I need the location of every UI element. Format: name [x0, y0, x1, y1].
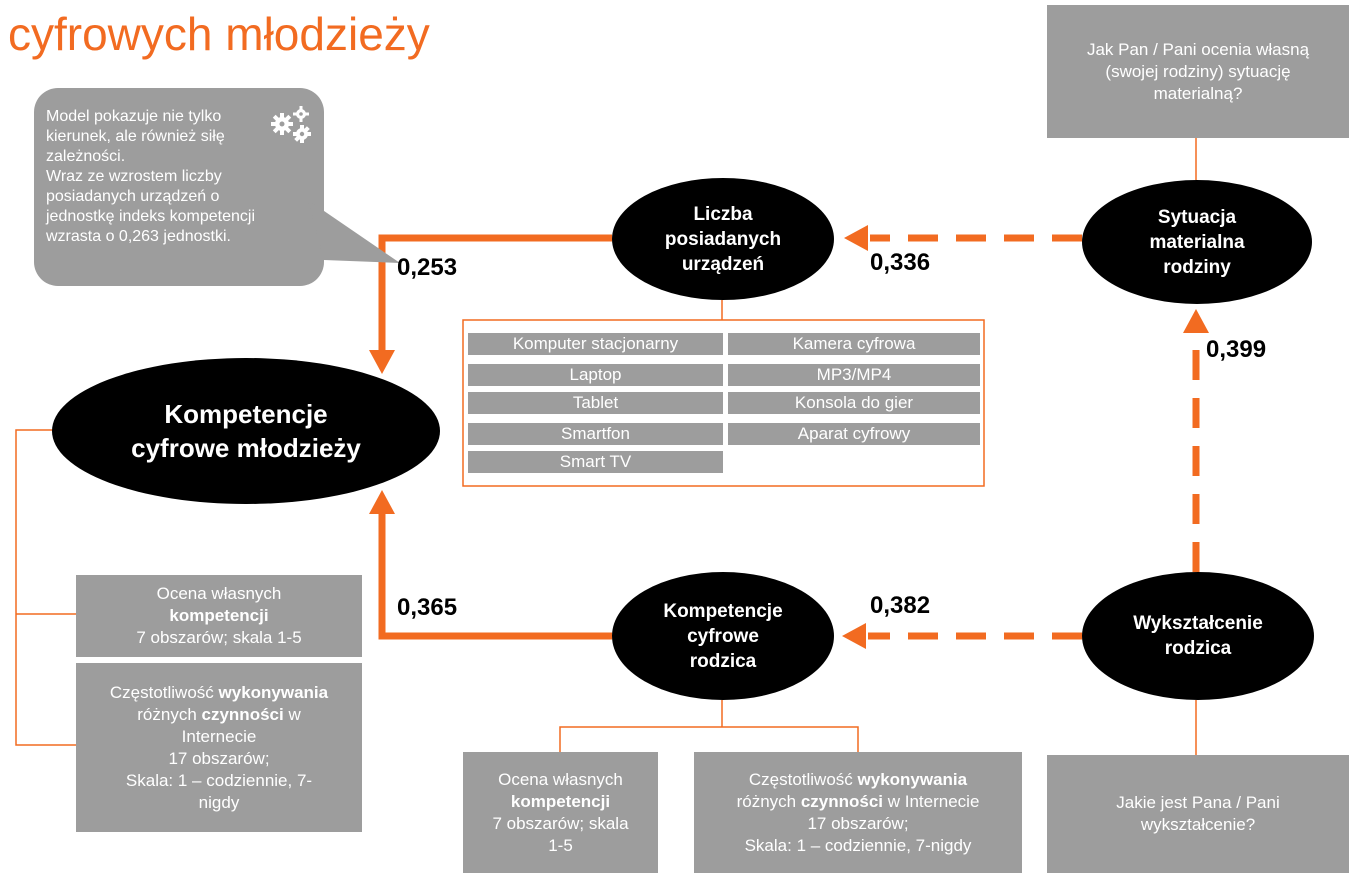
device-item: Kamera cyfrowa — [728, 333, 980, 355]
box-line: wykształcenie? — [1140, 815, 1256, 834]
box-text: Częstotliwość — [109, 682, 219, 702]
arrowhead-devices-to-main — [369, 350, 395, 374]
box-line: (swojej rodziny) sytuację — [1105, 61, 1291, 81]
box-line: Jakie jest Pana / Pani — [1116, 793, 1280, 812]
box-line-bold: kompetencji — [510, 791, 611, 811]
page-title: cyfrowych młodzieży — [8, 8, 430, 60]
box-text-bold: wykonywania — [857, 769, 968, 789]
node-devices-count: Liczba posiadanych urządzeń — [612, 178, 834, 300]
box-line: Częstotliwość wykonywania — [749, 769, 967, 791]
box-education-question: Jakie jest Pana / Pani wykształcenie? — [1047, 755, 1349, 873]
node-line: Kompetencje — [663, 600, 783, 622]
box-line: Skala: 1 – codziennie, 7-nigdy — [744, 835, 972, 855]
arrow-devices-to-main — [378, 234, 612, 352]
bubble-text: Model pokazuje nie tylko kierunek, ale r… — [46, 107, 296, 247]
box-text: Częstotliwość — [748, 769, 858, 789]
device-item: MP3/MP4 — [728, 364, 980, 386]
node-line: Liczba — [693, 203, 753, 225]
box-line: różnych czynności w Internecie — [737, 791, 980, 813]
node-line: cyfrowe młodzieży — [131, 433, 361, 463]
info-bubble — [34, 88, 324, 286]
box-youth-self-assessment: Ocena własnych kompetencji 7 obszarów; s… — [76, 575, 362, 657]
node-line: posiadanych — [664, 228, 782, 250]
device-item: Aparat cyfrowy — [728, 423, 980, 445]
device-item: Komputer stacjonarny — [468, 333, 723, 355]
box-line: Ocena własnych — [156, 584, 282, 603]
bubble-line: posiadanych urządzeń o — [46, 188, 220, 205]
box-line: Ocena własnych — [498, 769, 623, 789]
node-line: Sytuacja — [1157, 206, 1237, 228]
coef-education-to-parent: 0,382 — [870, 592, 931, 619]
node-material-situation: Sytuacja materialna rodziny — [1082, 180, 1312, 304]
bubble-line: Wraz ze wzrostem liczby — [46, 168, 222, 185]
connector-parent-bracket — [559, 726, 859, 752]
box-line: 7 obszarów; skala — [492, 813, 629, 833]
connector-main-bracket — [15, 429, 76, 746]
box-line: Skala: 1 – codziennie, 7- — [125, 770, 313, 790]
devices-list-frame — [462, 319, 985, 487]
box-youth-frequency: Częstotliwość wykonywania różnych czynno… — [76, 663, 362, 832]
box-line: Częstotliwość wykonywania — [110, 682, 328, 704]
box-line: materialną? — [1153, 83, 1243, 103]
node-line: urządzeń — [681, 253, 765, 275]
bubble-line: Model pokazuje nie tylko — [46, 108, 222, 125]
device-item: Smartfon — [468, 423, 723, 445]
box-parent-frequency: Częstotliwość wykonywania różnych czynno… — [694, 752, 1022, 873]
arrow-parent-to-main — [378, 510, 612, 640]
bubble-line: kierunek, ale również siłę — [46, 128, 225, 145]
box-line: 17 obszarów; — [807, 813, 909, 833]
coef-devices-to-main: 0,253 — [397, 254, 458, 281]
node-line: rodzica — [689, 650, 757, 672]
device-item: Laptop — [468, 364, 723, 386]
arrowhead-material-to-devices — [844, 225, 868, 251]
node-line: rodzica — [1164, 638, 1232, 659]
node-line: materialna — [1149, 231, 1245, 253]
box-line: 7 obszarów; skala 1-5 — [136, 628, 302, 647]
box-text: różnych — [137, 704, 202, 724]
box-text-bold: czynności — [800, 791, 884, 811]
bubble-tail — [308, 200, 400, 263]
box-line: różnych czynności w — [137, 704, 300, 726]
node-line: Wykształcenie — [1133, 613, 1263, 634]
arrowhead-parent-to-main — [369, 490, 395, 514]
device-item: Konsola do gier — [728, 392, 980, 414]
box-material-question: Jak Pan / Pani ocenia własną (swojej rod… — [1047, 5, 1349, 138]
coef-material-to-devices: 0,336 — [870, 249, 931, 276]
bubble-line: zależności. — [46, 148, 126, 165]
gears-icon — [271, 106, 311, 143]
box-text: w Internecie — [883, 791, 980, 811]
device-item: Smart TV — [468, 451, 723, 473]
node-parent-education: Wykształcenie rodzica — [1082, 572, 1314, 700]
node-parent-competence: Kompetencje cyfrowe rodzica — [612, 572, 834, 700]
box-line: Internecie — [181, 726, 257, 746]
node-line: cyfrowe — [687, 625, 759, 647]
box-text-bold: czynności — [201, 704, 284, 724]
box-line: 1-5 — [548, 835, 573, 855]
box-text: w — [283, 704, 301, 724]
coef-parent-to-main: 0,365 — [397, 594, 458, 621]
arrowhead-education-to-parent — [842, 623, 866, 649]
box-line-bold: kompetencji — [169, 606, 269, 625]
box-text: różnych — [736, 791, 801, 811]
device-item: Tablet — [468, 392, 723, 414]
node-line: rodziny — [1163, 256, 1231, 278]
arrowhead-education-to-material — [1183, 309, 1209, 333]
coef-education-to-material: 0,399 — [1206, 336, 1267, 363]
box-line: nigdy — [198, 792, 240, 812]
node-youth-competence: Kompetencje cyfrowe młodzieży — [52, 358, 440, 504]
bubble-line: wzrasta o 0,263 jednostki. — [46, 228, 231, 245]
box-text-bold: wykonywania — [218, 682, 329, 702]
bubble-line: jednostkę indeks kompetencji — [46, 208, 256, 225]
node-line: Kompetencje — [164, 399, 328, 429]
box-line: Jak Pan / Pani ocenia własną — [1086, 39, 1310, 59]
box-parent-self-assessment: Ocena własnych kompetencji 7 obszarów; s… — [463, 752, 658, 873]
box-line: 17 obszarów; — [168, 748, 270, 768]
